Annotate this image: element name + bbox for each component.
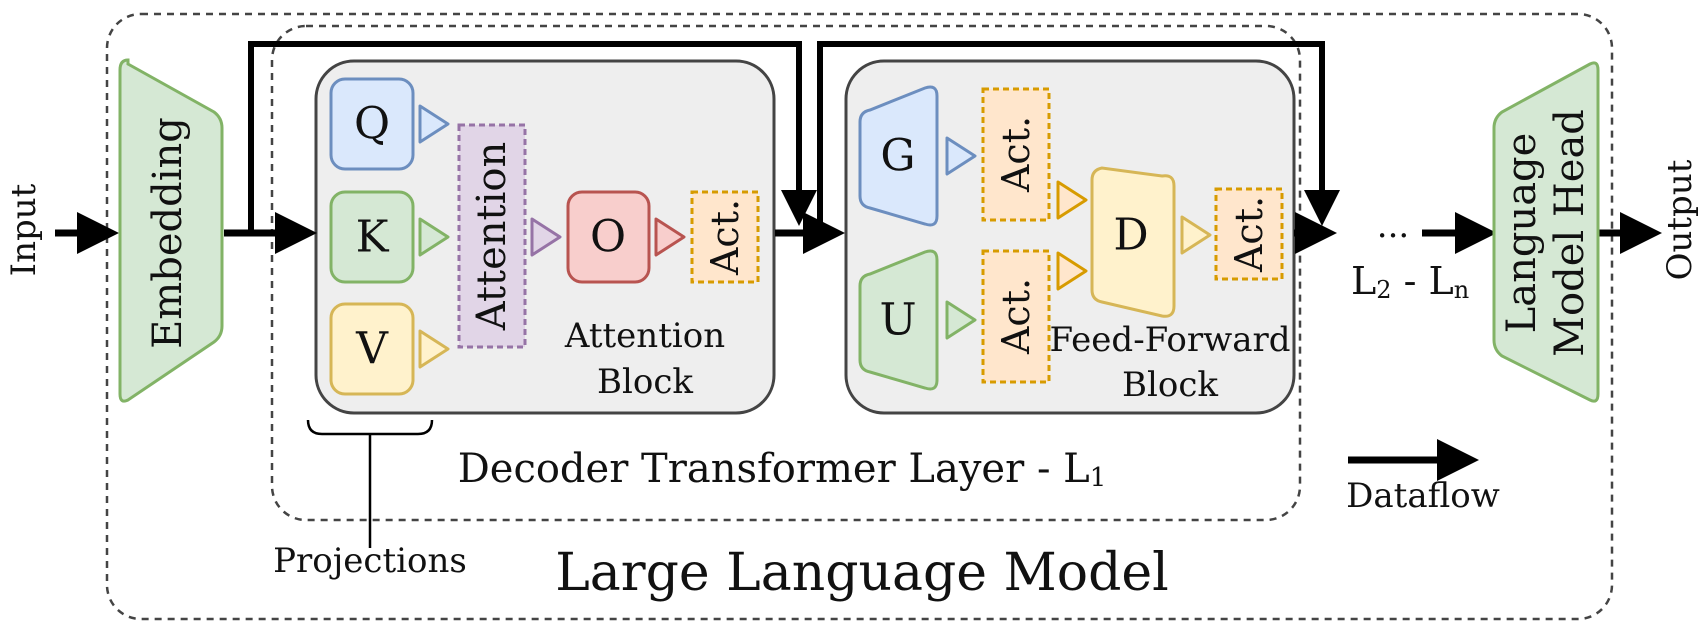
lm-head-label-1: Language: [1499, 133, 1545, 334]
g-label: G: [880, 131, 915, 182]
dataflow-label: Dataflow: [1346, 476, 1500, 516]
k-label: K: [356, 212, 390, 263]
g-act-box: [981, 87, 1051, 222]
g-act-arrow: [1056, 180, 1088, 220]
input-label: Input: [4, 183, 44, 276]
u-act-label: Act.: [994, 278, 1038, 355]
projections-label: Projections: [273, 541, 467, 581]
lm-head-label-2: Model Head: [1547, 109, 1593, 357]
residual-connection-1: [248, 41, 817, 233]
attention-box: [457, 123, 527, 349]
llm-container: [105, 12, 1614, 621]
projections-brace: [306, 419, 434, 436]
attention-block-title-1: Attention: [564, 316, 725, 356]
decoder-layer-container: [270, 24, 1302, 522]
ellipsis: ...: [1377, 206, 1409, 246]
v-label: V: [355, 324, 389, 375]
d-projection-trapezoid: [1090, 166, 1176, 318]
embedding-label: Embedding: [145, 117, 191, 349]
k-arrow: [418, 217, 450, 257]
o-arrow: [654, 217, 686, 257]
lm-head-trapezoid: [1492, 61, 1600, 403]
u-label: U: [879, 295, 916, 346]
attention-act-label: Act.: [703, 199, 747, 276]
k-projection-box: [329, 190, 415, 284]
embedding-trapezoid: [118, 58, 224, 403]
o-projection-box: [566, 190, 651, 284]
d-act-label: Act.: [1227, 196, 1271, 273]
u-projection-trapezoid: [858, 249, 939, 391]
u-arrow: [945, 300, 977, 340]
d-arrow: [1180, 215, 1212, 255]
ff-block-title-1: Feed-Forward: [1049, 320, 1290, 360]
llm-label: Large Language Model: [555, 543, 1169, 603]
d-act-box: [1214, 187, 1284, 281]
g-act-label: Act.: [994, 116, 1038, 193]
g-projection-trapezoid: [858, 85, 939, 227]
attention-label: Attention: [469, 142, 515, 331]
v-arrow: [418, 329, 450, 369]
ff-block-title-2: Block: [1122, 365, 1218, 405]
q-label: Q: [354, 99, 390, 150]
d-label: D: [1113, 210, 1148, 261]
u-act-box: [981, 249, 1051, 384]
layers-label: L2 - Ln: [1351, 259, 1469, 304]
q-projection-box: [329, 77, 415, 171]
attention-act-box: [690, 190, 760, 284]
attention-arrow: [530, 217, 562, 257]
residual-connection-2: [817, 41, 1340, 233]
q-arrow: [418, 104, 450, 144]
o-label: O: [590, 212, 626, 263]
decoder-layer-label: Decoder Transformer Layer - L1: [458, 446, 1107, 493]
output-label: Output: [1660, 159, 1700, 280]
g-arrow: [945, 136, 977, 176]
v-projection-box: [329, 302, 415, 396]
attention-block-title-2: Block: [597, 362, 693, 402]
u-act-arrow: [1056, 251, 1088, 291]
